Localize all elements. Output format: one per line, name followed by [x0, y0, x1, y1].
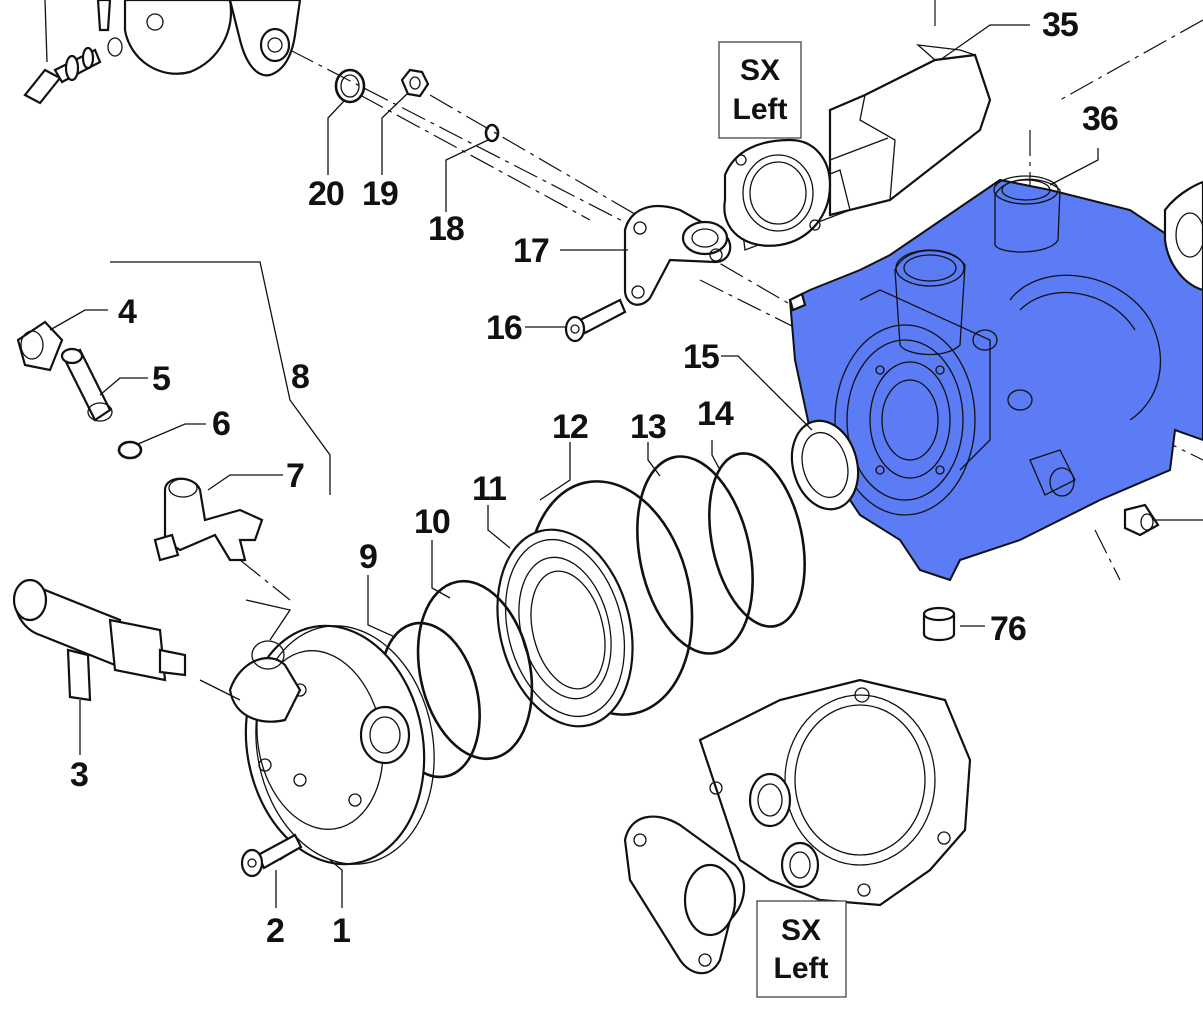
label-10: 10: [414, 503, 450, 541]
part-1-flange: [228, 624, 435, 866]
label-15: 15: [683, 338, 719, 376]
part-13-oring: [636, 455, 754, 655]
part-4-cap: [16, 320, 64, 372]
callout-top-line2: Left: [733, 93, 788, 126]
label-35: 35: [1042, 6, 1078, 44]
part-11-bearing-ring: [496, 528, 634, 728]
pump-head-fragment: [96, 0, 302, 77]
label-1: 1: [332, 912, 350, 950]
part-5-fitting: [60, 347, 113, 422]
label-16: 16: [486, 309, 522, 347]
part-16-screw: [564, 298, 627, 343]
part-76-plug: [922, 606, 956, 642]
label-17: 17: [513, 232, 549, 270]
part-15-seal: [790, 419, 860, 511]
leader-lines: [49, 24, 1203, 908]
label-20: 20: [308, 175, 344, 213]
part-17-bracket: [623, 205, 732, 306]
gasket-plate: [723, 138, 832, 247]
label-7: 7: [286, 457, 304, 495]
label-13: 13: [630, 408, 666, 446]
part-7-tap: [153, 477, 264, 562]
label-8: 8: [291, 358, 309, 396]
label-14: 14: [697, 395, 734, 433]
callout-bottom-line1: SX: [781, 914, 821, 947]
part-6-washer: [117, 440, 143, 460]
part-20-oring: [334, 68, 366, 104]
callout-top-line1: SX: [740, 54, 780, 87]
label-5: 5: [152, 360, 170, 398]
label-4: 4: [118, 293, 137, 331]
bushing-right: [1123, 503, 1160, 537]
callout-bottom-line2: Left: [774, 952, 829, 985]
label-18: 18: [428, 210, 464, 248]
callout-bottom-box: SX Left: [756, 900, 847, 998]
label-2: 2: [266, 912, 284, 950]
part-3-valve: [12, 578, 187, 702]
label-11: 11: [472, 470, 506, 508]
label-76: 76: [990, 610, 1026, 648]
part-18-washer: [484, 123, 500, 143]
part-labels: 35 36 20 19 18 17 16 15 14 13 12 11 10 9…: [70, 6, 1119, 950]
label-6: 6: [212, 405, 230, 443]
label-12: 12: [552, 408, 588, 446]
part-2-screw: [240, 833, 303, 878]
valve-stem: [23, 0, 102, 105]
callout-top-box: SX Left: [718, 41, 802, 139]
label-3: 3: [70, 756, 88, 794]
label-36: 36: [1082, 100, 1118, 138]
label-9: 9: [359, 538, 377, 576]
part-10-oring: [416, 579, 534, 761]
part-19-nut: [400, 68, 430, 98]
part-14-oring: [708, 452, 806, 628]
bottom-gasket-assembly: [623, 678, 972, 975]
label-19: 19: [362, 175, 398, 213]
